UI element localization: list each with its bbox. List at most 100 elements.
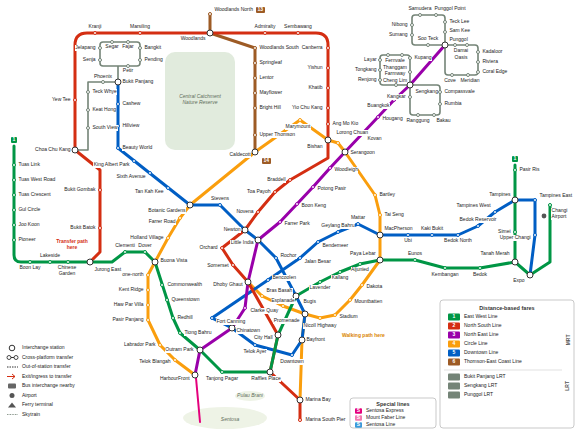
airport-icon: [542, 214, 547, 219]
station-name: Upper Thomson: [259, 132, 296, 138]
station-name: Woodlands: [180, 36, 206, 42]
interchange-ring: [187, 202, 193, 208]
station-dot: [466, 44, 469, 47]
station-dot: [297, 32, 300, 35]
station-name: Orchard: [199, 245, 218, 251]
station-dot: [254, 107, 257, 110]
station-name: Bendemeer: [322, 243, 349, 249]
line-badge: 1: [512, 156, 518, 163]
legend-swatch: [448, 374, 460, 381]
station-dot: [147, 274, 150, 277]
station-name: Tampines West: [456, 203, 491, 209]
interchange-ring: [302, 311, 308, 317]
station-name: Hougang: [382, 116, 403, 122]
station-name: Bencoolen: [272, 275, 296, 281]
special-panel: [350, 398, 436, 428]
station-name: Admiralty: [254, 24, 276, 30]
station-dot: [339, 271, 342, 274]
station-name: Mayflower: [259, 90, 283, 96]
station-name: Buona Vista: [160, 258, 188, 264]
station-name: Tan Kah Kee: [135, 189, 164, 195]
station-name: Boon Keng: [301, 203, 327, 209]
station-dot: [377, 116, 380, 119]
station-name: Fernvale: [385, 58, 405, 64]
station-name: Eunos: [408, 251, 423, 257]
station-name: Kupang: [414, 55, 432, 61]
legend-text: Airport: [22, 393, 37, 399]
interchange-ring: [255, 237, 261, 243]
legend-text: Sentosa Express: [366, 408, 404, 414]
station-dot: [13, 239, 16, 242]
station-dot: [254, 62, 257, 65]
station-dot: [329, 167, 332, 170]
interchange-ring: [342, 149, 348, 155]
station-name: Segar: [105, 44, 119, 50]
station-name: Mountbatten: [354, 299, 383, 305]
station-name: Dakota: [366, 284, 383, 290]
station-dot: [299, 257, 302, 260]
station-dot: [477, 61, 480, 64]
station-name: Sumang: [389, 32, 408, 38]
legend-text: Sengkang LRT: [464, 383, 497, 389]
station-name: Ubi: [404, 238, 412, 244]
station-name: Joo Koon: [18, 222, 40, 228]
station-name: Newton: [223, 227, 241, 233]
station-name: Gul Circle: [18, 207, 41, 213]
legend-heading: Special lines: [376, 401, 409, 407]
legend-text: Skytrain: [22, 412, 40, 418]
station-name: Punggol Point: [434, 6, 466, 12]
area-name: Central Catchment Nature Reserve: [173, 94, 227, 106]
badge-number: 1: [453, 314, 456, 320]
station-dot: [139, 47, 142, 50]
station-dot: [379, 214, 382, 217]
legend-panel: [440, 300, 574, 428]
legend-text: Bus interchange nearby: [22, 383, 75, 389]
legend-group: LRT: [565, 381, 571, 391]
station-name: Bras Basah: [266, 288, 293, 294]
station-dot: [254, 92, 257, 95]
station-name: Buangkok: [367, 103, 390, 109]
station-dot: [117, 147, 120, 150]
station-name: Choa Chu Kang: [35, 147, 71, 153]
station-name: Pasir Ris: [519, 167, 540, 173]
line-badge: 1: [11, 137, 17, 144]
station-dot: [133, 160, 136, 163]
lrt-lines: [75, 15, 478, 150]
nsl-line: [75, 33, 328, 420]
area-name: Sentosa: [221, 417, 239, 423]
station-name: one-north: [122, 272, 144, 278]
station-name: Downtown: [280, 359, 304, 365]
station-dot: [549, 204, 552, 207]
station-dot: [144, 251, 147, 254]
legend-text: Out-of-station transfer: [22, 364, 71, 370]
station-dot: [167, 187, 170, 190]
station-dot: [349, 299, 352, 302]
station-name: Tuas Link: [18, 162, 40, 168]
station-name: Pasir Panjang: [112, 317, 144, 323]
station-dot: [111, 41, 114, 44]
interchange-ring: [72, 147, 78, 153]
legend-swatch: [448, 323, 460, 330]
station-name: Little India: [230, 240, 254, 246]
station-name: Tiong Bahru: [184, 330, 212, 336]
station-dot: [279, 221, 282, 224]
station-name: Kranji: [88, 24, 102, 30]
station-dot: [244, 307, 247, 310]
special-line: [196, 378, 200, 422]
station-dot: [337, 142, 340, 145]
station-dot: [417, 114, 420, 117]
station-dot: [334, 314, 337, 317]
station-dot: [409, 71, 412, 74]
station-dot: [387, 54, 390, 57]
interchange-ring: [115, 79, 121, 85]
station-dot: [274, 191, 277, 194]
station-dot: [117, 103, 120, 106]
station-dot: [299, 419, 302, 422]
mrt-lines: [14, 14, 550, 422]
station-name: Jurong East: [94, 267, 121, 273]
station-name: Jelapang: [75, 45, 96, 51]
station-dot: [291, 354, 294, 357]
area-name: Pulau Brani: [237, 393, 263, 399]
station-name: Rumbia: [444, 101, 462, 107]
